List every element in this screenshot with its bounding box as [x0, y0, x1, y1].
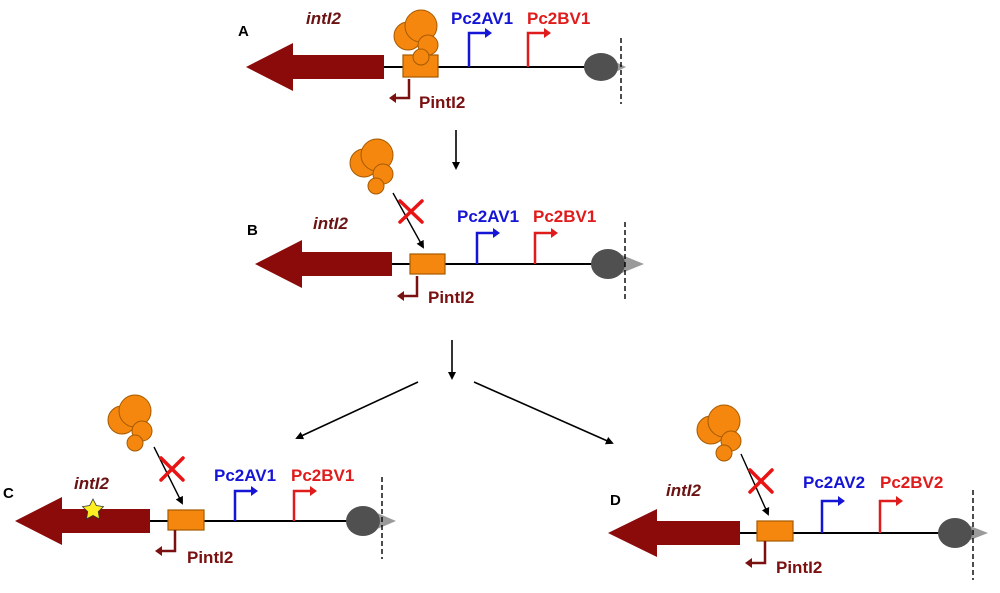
terminator-icon [591, 249, 644, 279]
pc2a-promoter-arrow [475, 231, 494, 264]
protein-cluster-icon [349, 138, 394, 195]
pc2b-promoter-arrowhead [544, 28, 551, 38]
panel-c: C intI2 PintI2 Pc2AV1 Pc2BV1 [3, 394, 396, 567]
pintl2-binding-box [756, 520, 794, 542]
pc2b-promoter-arrowhead [896, 496, 903, 506]
flow-arrow-to-c [295, 381, 419, 440]
terminator-icon [346, 506, 396, 536]
pc2a-promoter-arrowhead [838, 496, 845, 506]
panel-a: A intI2 PintI2 Pc2AV1 Pc2BV1 [238, 9, 626, 112]
pc2b-label: Pc2BV1 [291, 466, 354, 485]
panel-d: D intI2 PintI2 Pc2AV2 Pc2BV2 [608, 404, 988, 580]
pc2a-promoter-arrow [820, 499, 839, 533]
pintl2-binding-box [167, 509, 205, 531]
pintl2-promoter-arrowhead [745, 558, 752, 568]
block-x-icon [398, 199, 424, 224]
pc2b-promoter-arrow [878, 499, 897, 533]
protein-cluster-icon [107, 394, 153, 452]
pc2b-promoter-arrowhead [551, 228, 558, 238]
pc2b-promoter-arrow [533, 231, 552, 264]
panel-label: A [238, 23, 249, 40]
intl2-gene-arrow [255, 240, 392, 288]
pintl2-promoter-arrowhead [397, 291, 404, 301]
pc2a-label: Pc2AV1 [457, 207, 519, 226]
gene-label: intI2 [74, 474, 109, 493]
panel-label: C [3, 485, 14, 502]
terminator-icon [584, 53, 626, 81]
gene-label: intI2 [313, 214, 348, 233]
intl2-gene-arrow [608, 509, 740, 557]
mutation-star-icon [81, 498, 105, 520]
pintl2-binding-box [409, 253, 446, 275]
pc2b-promoter-arrow [526, 31, 545, 67]
panel-label: B [247, 222, 258, 239]
pc2b-label: Pc2BV1 [533, 207, 596, 226]
block-x-icon [748, 468, 774, 494]
pc2a-label: Pc2AV2 [803, 473, 865, 492]
pc2a-promoter-arrow [233, 489, 252, 521]
pintl2-promoter-arrow [395, 79, 411, 100]
pintl2-promoter-arrow [403, 276, 419, 298]
flow-arrows [295, 130, 614, 445]
intl2-gene-arrow [15, 497, 150, 545]
pc2a-promoter-arrowhead [493, 228, 500, 238]
pintl2-label: PintI2 [419, 93, 465, 112]
pc2b-promoter-arrowhead [310, 486, 317, 496]
pc2a-label: Pc2AV1 [451, 9, 513, 28]
pc2b-label: Pc2BV1 [527, 9, 590, 28]
pintl2-promoter-arrowhead [155, 546, 162, 556]
panel-label: D [610, 492, 621, 509]
pc2a-promoter-arrowhead [251, 486, 258, 496]
pc2a-promoter-arrow [467, 31, 486, 67]
gene-label: intI2 [666, 481, 701, 500]
pc2b-promoter-arrow [292, 489, 311, 521]
flow-arrow-to-d [473, 381, 614, 445]
pintl2-promoter-arrow [161, 530, 177, 553]
pintl2-label: PintI2 [428, 288, 474, 307]
panel-b: B intI2 PintI2 Pc2AV1 Pc2BV1 [247, 138, 644, 307]
pintl2-promoter-arrow [751, 541, 767, 565]
binding-attempt-arrow [392, 192, 424, 249]
pintl2-label: PintI2 [776, 558, 822, 577]
binding-attempt-arrow [740, 453, 770, 516]
pc2a-promoter-arrowhead [485, 28, 492, 38]
protein-cluster-icon [393, 9, 439, 66]
terminator-icon [938, 518, 988, 548]
intl2-gene-arrow [246, 43, 384, 91]
block-x-icon [159, 456, 185, 482]
pintl2-label: PintI2 [187, 548, 233, 567]
pintl2-promoter-arrowhead [389, 93, 396, 103]
pc2b-label: Pc2BV2 [880, 473, 943, 492]
protein-cluster-icon [696, 404, 742, 462]
pc2a-label: Pc2AV1 [214, 466, 276, 485]
gene-label: intI2 [306, 9, 341, 28]
